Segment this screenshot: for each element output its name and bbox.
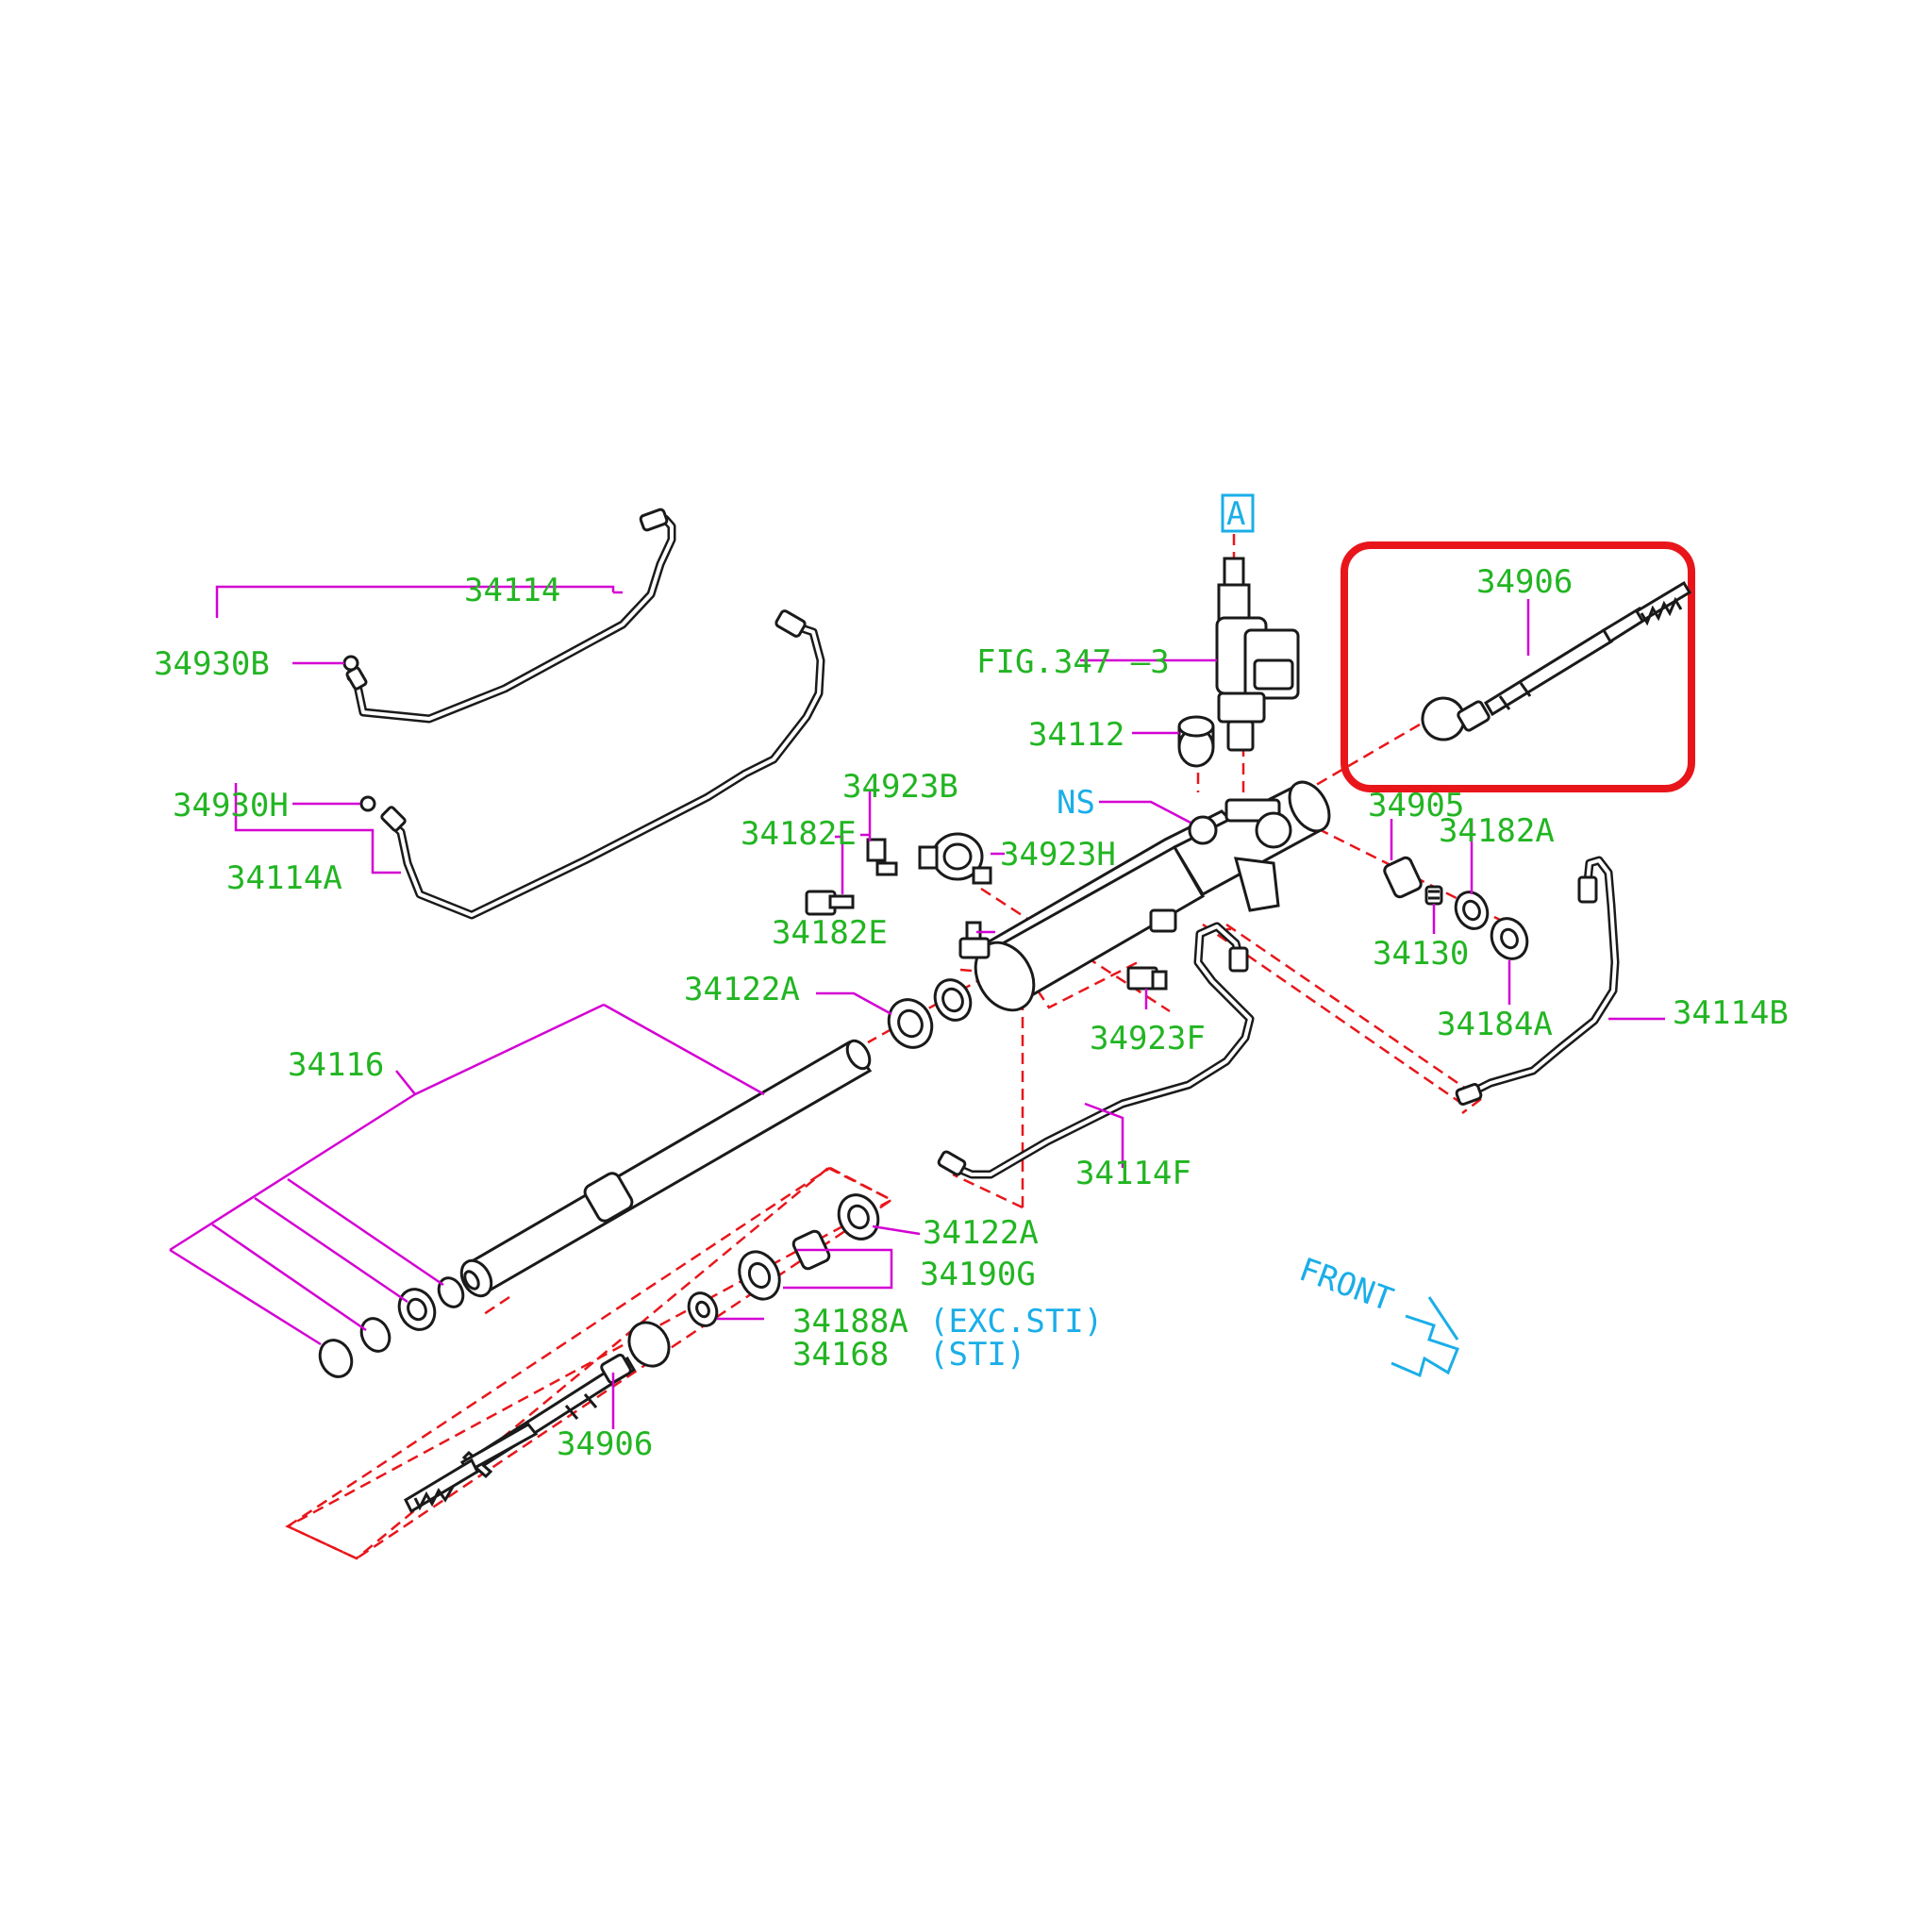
view-marker: A (1221, 493, 1255, 533)
front-indicator: FRONT (1294, 1251, 1459, 1378)
bushing-34122A-upper[interactable] (881, 974, 977, 1054)
label-sti: (STI) (929, 1336, 1025, 1374)
label-34188A[interactable]: 34188A (792, 1303, 908, 1341)
clip-34923F[interactable] (1126, 966, 1168, 991)
sleeve-34905[interactable] (1383, 856, 1423, 899)
bracket-34923B[interactable] (866, 838, 898, 876)
label-34184A[interactable]: 34184A (1437, 1006, 1553, 1043)
front-arrow-icon (1391, 1296, 1459, 1378)
label-34182E-upper[interactable]: 34182E (741, 815, 857, 853)
label-34190G[interactable]: 34190G (920, 1256, 1036, 1293)
label-34122A-lower[interactable]: 34122A (923, 1214, 1039, 1252)
label-34930H[interactable]: 34930H (173, 787, 289, 824)
view-marker-letter: A (1226, 495, 1245, 533)
o-ring-34930H[interactable] (359, 795, 376, 812)
label-34112[interactable]: 34112 (1028, 716, 1124, 754)
clamp-34923H[interactable] (918, 832, 992, 885)
label-34906-top[interactable]: 34906 (1476, 563, 1573, 601)
rack-housing[interactable] (964, 775, 1338, 1021)
label-34114F[interactable]: 34114F (1075, 1155, 1191, 1192)
highlight-box (1341, 541, 1695, 792)
label-34116[interactable]: 34116 (288, 1046, 384, 1084)
seal-rings-34116[interactable] (314, 1274, 468, 1381)
part-labels: 34114 34930B 34930H 34114A FIG.347 —3 34… (154, 563, 1789, 1463)
seal-cup-34112[interactable] (1177, 715, 1215, 768)
label-34114[interactable]: 34114 (464, 572, 560, 609)
label-34168[interactable]: 34168 (792, 1336, 889, 1374)
label-exc-sti: (EXC.STI) (929, 1303, 1103, 1341)
bolt-34182E-upper[interactable] (805, 890, 855, 916)
tie-rod-34906-upper[interactable] (1415, 580, 1692, 747)
label-ns: NS (1057, 784, 1095, 822)
front-label: FRONT (1294, 1251, 1398, 1320)
pipe-34114A[interactable] (380, 609, 825, 920)
label-34114B[interactable]: 34114B (1673, 994, 1789, 1032)
bushing-34122A-lower[interactable] (832, 1189, 886, 1245)
bolt-34182E-lower[interactable] (958, 921, 991, 959)
label-34182E-lower[interactable]: 34182E (772, 914, 888, 952)
o-ring-34930B[interactable] (342, 655, 359, 672)
bushing-34190G[interactable] (732, 1229, 831, 1306)
nut-34182A[interactable] (1450, 887, 1493, 934)
label-34923H[interactable]: 34923H (1000, 836, 1116, 874)
label-34905[interactable]: 34905 (1368, 787, 1464, 824)
label-34923B[interactable]: 34923B (842, 768, 958, 806)
pipe-34114B[interactable] (1455, 856, 1620, 1106)
washer-34188A[interactable] (684, 1289, 723, 1330)
label-34130[interactable]: 34130 (1373, 935, 1469, 973)
leader-lines (169, 585, 1665, 1429)
pinion-valve-assembly[interactable] (1215, 557, 1300, 752)
label-34906-bottom[interactable]: 34906 (557, 1425, 653, 1463)
cap-34184A[interactable] (1485, 912, 1533, 964)
label-34122A-upper[interactable]: 34122A (684, 971, 800, 1008)
label-34182A[interactable]: 34182A (1439, 812, 1555, 850)
rack-34116[interactable] (456, 1037, 874, 1301)
label-34114A[interactable]: 34114A (226, 859, 342, 897)
spring-34130[interactable] (1424, 885, 1443, 906)
label-fig-347[interactable]: FIG.347 —3 (976, 643, 1170, 681)
pipe-34114F[interactable] (937, 922, 1255, 1179)
label-34930B[interactable]: 34930B (154, 645, 270, 683)
tie-rod-34906-lower[interactable] (404, 1315, 676, 1514)
label-34923F[interactable]: 34923F (1090, 1020, 1206, 1058)
pipe-34114[interactable] (345, 508, 676, 724)
